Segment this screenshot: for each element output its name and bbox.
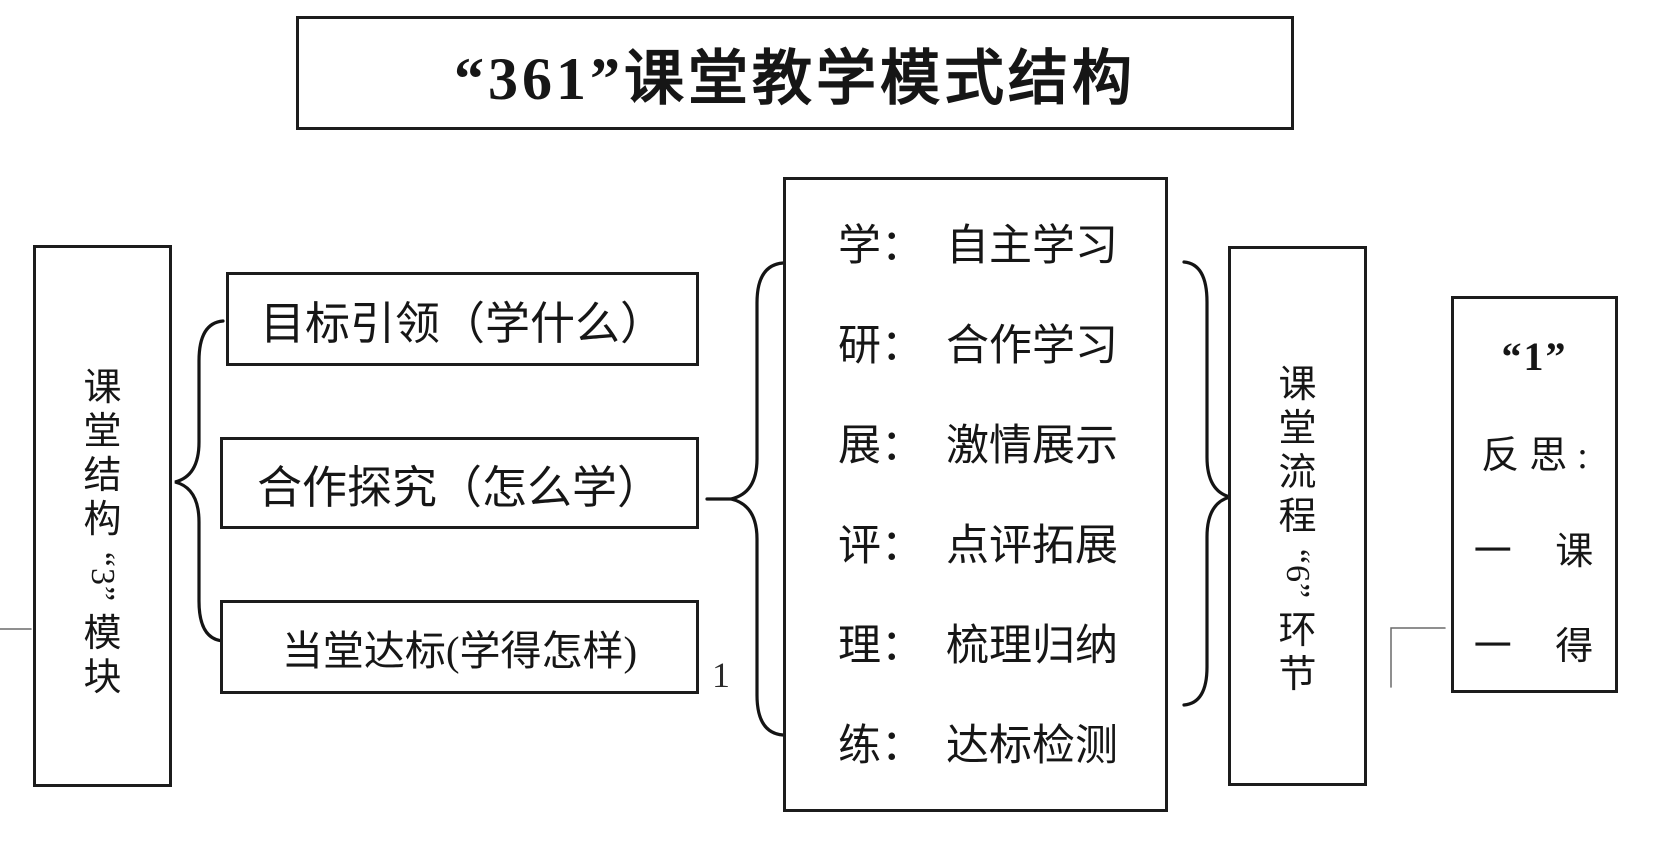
module-box-label: 当堂达标(学得怎样) [281,628,638,674]
vertical-char: 构 [83,499,122,541]
diagram-title: “361”课堂教学模式结构 [454,45,1136,112]
structure-box: 课 堂 结 构 “3” 模 块 [33,245,172,787]
process-item-desc: 自主学习 [946,223,1118,270]
process-item: 评： 点评拓展 [838,492,1165,592]
process-item: 练： 达标检测 [838,692,1165,792]
process-item: 研： 合作学习 [838,292,1165,392]
title-box: “361”课堂教学模式结构 [296,16,1294,130]
process-item-desc: 点评拓展 [946,523,1118,570]
module-box-cooperative-inquiry: 合作探究（怎么学） [220,437,699,529]
vertical-char: 堂 [1278,408,1317,450]
process-item-key: 研： [838,323,924,370]
brace-center-right [1182,260,1237,707]
module-box-label: 目标引领（学什么） [259,298,665,349]
reflection-line: 一 课 [1473,530,1596,573]
process-item: 理： 梳理归纳 [838,592,1165,692]
process-item-desc: 达标检测 [946,723,1118,770]
rotated-number-6: “6” [1279,548,1317,600]
process-item-key: 评： [838,523,924,570]
process-item-desc: 激情展示 [946,423,1118,470]
process-item-key: 理： [838,623,924,670]
module-box-label: 合作探究（怎么学） [256,462,662,513]
vertical-char: 环 [1278,610,1317,652]
vertical-char: 流 [1278,452,1317,494]
vertical-char: 节 [1278,654,1317,696]
process-item-key: 练： [838,723,924,770]
process-box: 学： 自主学习 研： 合作学习 展： 激情展示 评： 点评拓展 理： 梳理归纳 … [783,177,1168,812]
reflection-line: 反思: [1481,435,1598,478]
brace-center-left [730,261,785,737]
vertical-char: 课 [83,367,122,409]
process-item-key: 学： [838,223,924,270]
vertical-char: 模 [83,613,122,655]
process-item-desc: 合作学习 [946,323,1118,370]
process-item: 学： 自主学习 [838,192,1165,292]
rotated-number-3: “3” [84,551,122,603]
page-corner-mark [1390,627,1446,688]
reflection-box: “1” 反思: 一 课 一 得 [1451,296,1618,693]
vertical-char: 块 [83,657,122,699]
process-item-key: 展： [838,423,924,470]
module-box-goal-guidance: 目标引领（学什么） [226,272,699,366]
process-item: 展： 激情展示 [838,392,1165,492]
process-item-desc: 梳理归纳 [946,623,1118,670]
vertical-char: 结 [83,455,122,497]
vertical-char: 堂 [83,411,122,453]
reflection-line: 一 得 [1473,625,1596,668]
vertical-char: 课 [1278,364,1317,406]
vertical-char: 程 [1278,496,1317,538]
module-box-in-class-assessment: 当堂达标(学得怎样) [220,600,699,694]
brace-structure [174,319,225,643]
flow-box: 课 堂 流 程 “6” 环 节 [1228,246,1367,786]
footnote-1: 1 [712,655,730,695]
reflection-line: “1” [1501,334,1568,380]
